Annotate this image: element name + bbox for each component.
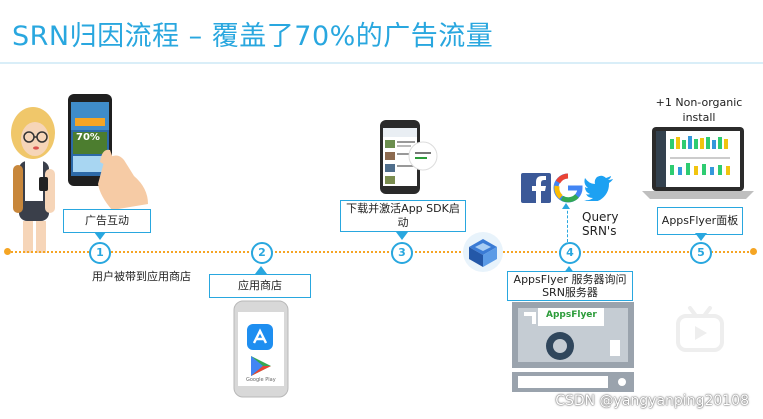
- timeline-end-dot: [750, 248, 757, 255]
- step-1-marker: 1: [89, 242, 111, 264]
- install-text: +1 Non-organic install: [655, 96, 743, 124]
- step-1-label: 广告互动: [63, 209, 151, 233]
- woman-illustration: [11, 107, 55, 253]
- step-5-marker: 5: [690, 242, 712, 264]
- dashboard-laptop-illustration: [642, 127, 754, 199]
- watermark: CSDN @yangyanping20108: [555, 393, 749, 409]
- app-store-phone-illustration: [233, 300, 289, 398]
- app-store-icon: [247, 324, 273, 350]
- timeline: [8, 251, 753, 253]
- query-arrow-line: [567, 206, 568, 242]
- step-4-pointer: [563, 266, 575, 274]
- appsflyer-cube-icon: [463, 232, 503, 272]
- title-divider: [0, 62, 763, 64]
- app-phone-illustration: [380, 120, 438, 194]
- step-3-pointer: [396, 232, 408, 240]
- install-count-label: +1 Non-organic install: [656, 95, 754, 125]
- page-title: SRN归因流程 – 覆盖了70%的广告流量: [12, 21, 494, 52]
- ad-percent: 70%: [76, 132, 100, 143]
- phone-ad-illustration: [68, 94, 148, 210]
- step-2-pointer: [255, 266, 267, 274]
- step-3-label: 下载并激活App SDK启动: [340, 200, 466, 232]
- appsflyer-server-illustration: [512, 302, 634, 392]
- step-1-note: 用户被带到应用商店: [92, 270, 191, 283]
- step-2-label: 应用商店: [209, 274, 311, 298]
- query-arrow-head: [562, 203, 570, 209]
- query-srn-label: Query SRN's: [582, 210, 619, 238]
- step-3-marker: 3: [391, 242, 413, 264]
- step-1-pointer: [94, 232, 106, 240]
- facebook-icon: [521, 173, 551, 203]
- play-store-caption: Google Play: [246, 377, 276, 383]
- step-2-marker: 2: [251, 242, 273, 264]
- google-icon: [553, 173, 583, 203]
- bilibili-tv-icon: [676, 306, 724, 352]
- step-5-pointer: [695, 233, 707, 241]
- step-4-label: AppsFlyer 服务器询问 SRN服务器: [507, 271, 633, 301]
- appsflyer-logo: AppsFlyer: [546, 310, 597, 320]
- twitter-icon: [584, 175, 613, 201]
- step-4-marker: 4: [559, 242, 581, 264]
- step-5-label: AppsFlyer面板: [657, 207, 743, 235]
- timeline-start-dot: [4, 248, 11, 255]
